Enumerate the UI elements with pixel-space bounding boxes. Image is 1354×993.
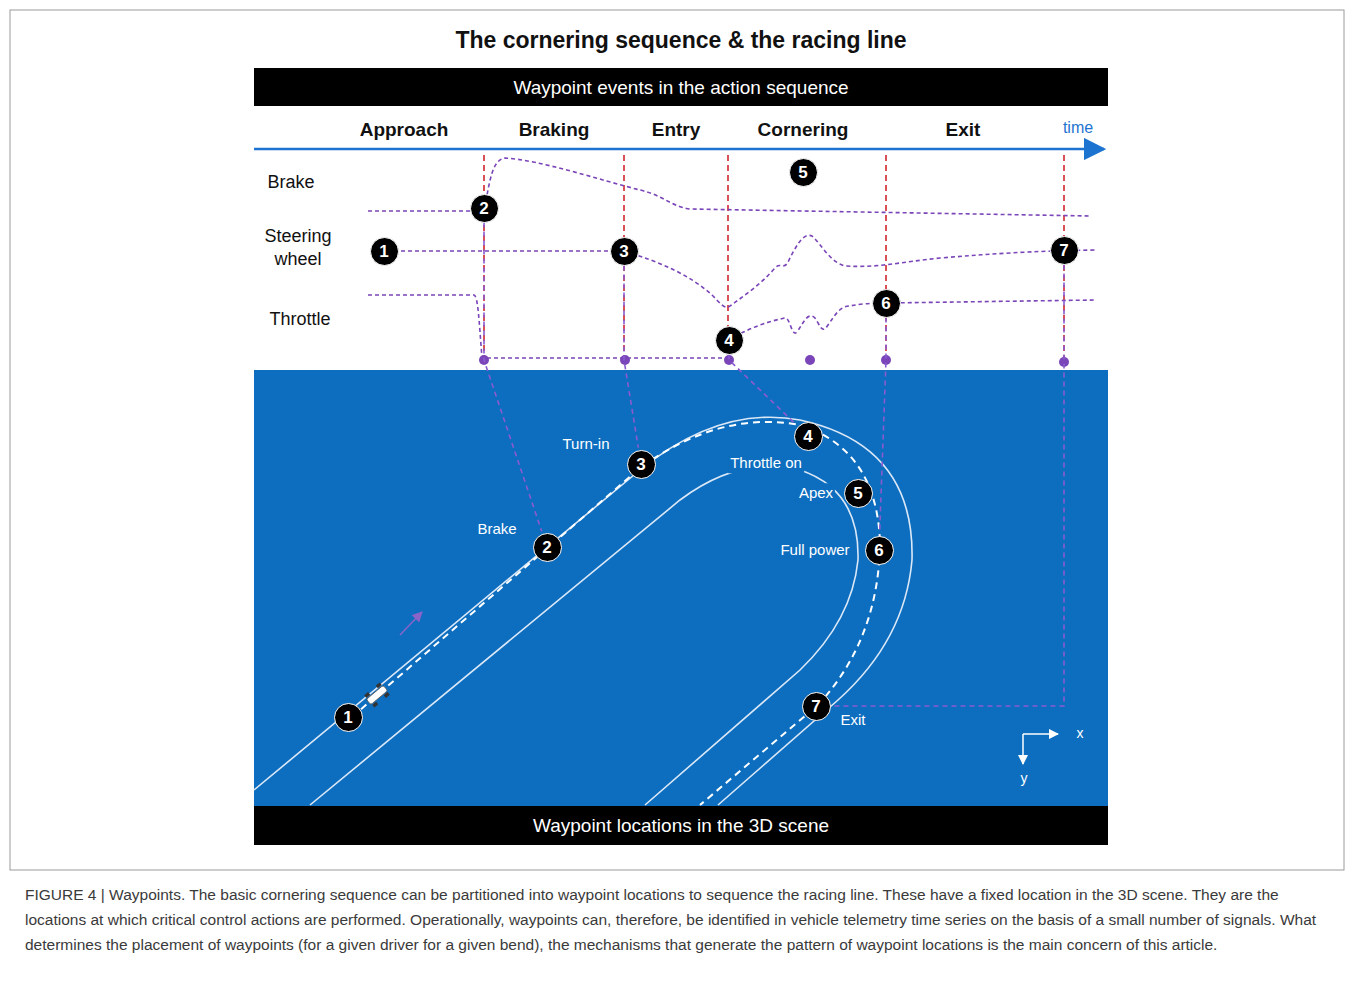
waypoint-marker: 7 [1050, 236, 1079, 265]
x-axis [1023, 733, 1058, 735]
callout-number: 7 [1059, 242, 1068, 259]
car-wheel [384, 692, 390, 698]
event-dot [805, 355, 815, 365]
waypoint-label: Apex [797, 483, 835, 503]
leader-line [484, 223, 542, 532]
event-line [727, 155, 729, 340]
waypoint-marker: 7 [802, 692, 831, 721]
leader-line [833, 265, 1065, 707]
callout-number: 7 [811, 698, 820, 715]
event-lines [484, 155, 1064, 360]
leader-line [624, 266, 638, 448]
signal-label: Brake [267, 171, 314, 194]
event-dots [479, 355, 1069, 367]
axis-label: time [1063, 118, 1093, 139]
callout-number: 4 [803, 428, 812, 445]
time-axis [254, 148, 1104, 151]
waypoint-marker: 1 [334, 703, 363, 732]
leader-line [880, 318, 886, 534]
band-title: Waypoint events in the action sequence [513, 78, 848, 97]
racing-line [352, 422, 880, 805]
callout-number: 2 [479, 200, 488, 217]
waypoint-marker: 6 [872, 289, 901, 318]
signal-label: Throttle [269, 308, 330, 331]
direction-arrow [400, 612, 422, 635]
waypoint-marker: 4 [715, 326, 744, 355]
throttle-trace [368, 295, 729, 358]
car-wheel [372, 702, 378, 708]
callout-number: 1 [379, 243, 388, 260]
waypoint-label: Full power [778, 540, 851, 560]
waypoint-marker: 5 [789, 158, 818, 187]
callout-number: 5 [798, 164, 807, 181]
signal-label: Steering wheel [253, 225, 343, 272]
leader-line [729, 355, 796, 425]
figure-title: The cornering sequence & the racing line [455, 27, 906, 54]
waypoint-marker: 2 [533, 533, 562, 562]
axis-label: y [1021, 769, 1028, 787]
y-axis [1022, 734, 1024, 764]
callout-number: 3 [619, 243, 628, 260]
callout-number: 2 [542, 539, 551, 556]
waypoint-marker: 1 [370, 237, 399, 266]
phase-label: Braking [519, 118, 590, 143]
waypoint-marker: 6 [865, 536, 894, 565]
event-dot [620, 355, 630, 365]
callout-number: 6 [874, 542, 883, 559]
figure-caption: FIGURE 4 | Waypoints. The basic cornerin… [25, 882, 1330, 957]
callout-number: 4 [724, 332, 733, 349]
waypoint-label: Turn-in [561, 434, 612, 454]
header-band: Waypoint events in the action sequence [254, 68, 1108, 106]
waypoint-marker: 2 [470, 194, 499, 223]
figure-frame [10, 10, 1344, 870]
phase-label: Approach [360, 118, 449, 143]
waypoint-label: Throttle on [728, 453, 804, 473]
callout-number: 6 [881, 295, 890, 312]
scene-panel [254, 370, 1108, 806]
callout-number: 5 [853, 485, 862, 502]
axis-label: x [1077, 724, 1084, 742]
waypoint-label: Exit [838, 710, 867, 730]
phase-label: Cornering [758, 118, 849, 143]
callout-number: 3 [636, 456, 645, 473]
car-wheel [376, 682, 382, 688]
waypoint-label: Brake [475, 519, 518, 539]
callout-number: 1 [343, 709, 352, 726]
phase-label: Exit [946, 118, 981, 143]
waypoint-marker: 3 [627, 450, 656, 479]
track [254, 417, 912, 805]
car-wheel [364, 692, 370, 698]
track-outer-edge [254, 417, 912, 805]
throttle-trace [729, 300, 1095, 340]
car-icon [363, 682, 390, 708]
steering-trace [380, 235, 1095, 307]
event-line [483, 155, 485, 360]
signal-traces [368, 158, 1095, 358]
band-title: Waypoint locations in the 3D scene [533, 816, 829, 835]
footer-band: Waypoint locations in the 3D scene [254, 806, 1108, 845]
waypoint-marker: 5 [844, 479, 873, 508]
phase-label: Entry [652, 118, 701, 143]
waypoint-marker: 4 [794, 422, 823, 451]
waypoint-marker: 3 [610, 237, 639, 266]
